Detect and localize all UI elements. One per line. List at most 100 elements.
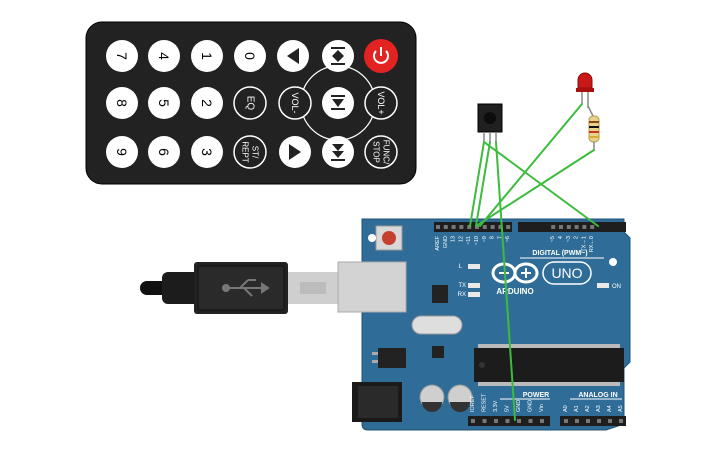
resistor[interactable] — [587, 105, 600, 150]
header-pin[interactable] — [498, 225, 503, 229]
pin-label: RX←0 — [589, 236, 595, 252]
remote-button-play-pause[interactable] — [322, 87, 354, 119]
wire[interactable] — [475, 141, 491, 227]
header-pin[interactable] — [566, 225, 571, 229]
led-l: L — [459, 264, 480, 270]
mounting-hole — [368, 234, 376, 242]
header-pin[interactable] — [451, 225, 456, 229]
header-pin[interactable] — [467, 225, 472, 229]
pin-label: GND — [528, 400, 534, 412]
header-pin[interactable] — [590, 225, 595, 229]
remote-button-eq[interactable]: EQ — [233, 86, 267, 120]
svg-text:UNO: UNO — [551, 265, 582, 281]
header-pin[interactable] — [619, 419, 623, 423]
remote-button-9[interactable]: 9 — [106, 136, 138, 168]
pin-label: TX→1 — [581, 236, 587, 252]
wires[interactable] — [469, 103, 599, 421]
header-pin[interactable] — [575, 419, 579, 423]
reset-button[interactable] — [375, 225, 403, 251]
header-pin[interactable] — [505, 419, 510, 423]
small-chip — [432, 346, 444, 358]
analog-header-label: ANALOG IN — [578, 392, 617, 399]
pin-label: A0 — [563, 405, 569, 412]
power-header[interactable] — [468, 416, 550, 426]
remote-button-skip-down[interactable] — [322, 136, 354, 168]
header-pin[interactable] — [540, 419, 544, 423]
remote-button-4[interactable]: 4 — [148, 40, 180, 72]
svg-text:4: 4 — [156, 52, 172, 60]
wire[interactable] — [475, 149, 595, 227]
usb-cable[interactable] — [140, 262, 338, 314]
remote-button-prev[interactable] — [277, 40, 309, 72]
voltage-regulator — [378, 348, 406, 368]
svg-text:8: 8 — [114, 99, 130, 107]
remote-button-5[interactable]: 5 — [148, 87, 180, 119]
header-pin[interactable] — [475, 225, 479, 229]
header-pin[interactable] — [482, 419, 487, 423]
header-pin[interactable] — [551, 225, 556, 229]
remote-button-2[interactable]: 2 — [191, 87, 223, 119]
pin-label: 4 — [558, 236, 564, 239]
header-pin[interactable] — [517, 419, 521, 423]
header-pin[interactable] — [494, 419, 498, 423]
svg-text:EQ: EQ — [245, 96, 256, 111]
dc-power-jack — [352, 382, 402, 422]
pin-label: ~3 — [566, 236, 572, 242]
skip-down-icon — [331, 144, 345, 161]
wire[interactable] — [469, 141, 485, 227]
header-pin[interactable] — [506, 225, 511, 229]
play-icon — [289, 144, 301, 160]
usb-icon — [222, 279, 270, 297]
header-pin[interactable] — [482, 225, 487, 229]
ir-remote[interactable]: 7 4 1 0 — [85, 21, 417, 185]
remote-button-3[interactable]: 3 — [191, 136, 223, 168]
remote-button-6[interactable]: 6 — [148, 136, 180, 168]
pin-label: ~10 — [474, 236, 480, 245]
svg-text:VOL-: VOL- — [290, 92, 300, 113]
capacitor — [419, 384, 445, 412]
svg-text:L: L — [459, 264, 463, 270]
small-chip — [432, 285, 448, 303]
remote-button-power[interactable] — [364, 39, 398, 73]
wire[interactable] — [495, 141, 516, 421]
svg-text:RX: RX — [458, 292, 466, 298]
header-pin[interactable] — [608, 419, 612, 423]
digital-header[interactable] — [434, 222, 626, 232]
header-pin[interactable] — [586, 419, 590, 423]
svg-text:FUNC/: FUNC/ — [382, 140, 391, 165]
red-led[interactable] — [576, 72, 594, 108]
remote-button-1[interactable]: 1 — [191, 40, 223, 72]
svg-text:REPT: REPT — [241, 141, 250, 162]
remote-button-7[interactable]: 7 — [106, 40, 138, 72]
arduino-uno-board[interactable]: L TX RX ON ARDUINO UNO — [337, 218, 631, 431]
pin-label: A2 — [585, 405, 591, 412]
wire[interactable] — [479, 103, 583, 227]
header-pin[interactable] — [471, 419, 475, 423]
ir-receiver[interactable] — [477, 103, 503, 142]
header-pin[interactable] — [490, 225, 495, 229]
remote-button-st-rept[interactable]: ST/ REPT — [233, 135, 267, 169]
header-pin[interactable] — [459, 225, 464, 229]
pin-label: 13 — [451, 236, 457, 242]
header-pin[interactable] — [564, 419, 568, 423]
header-pin[interactable] — [436, 225, 440, 229]
remote-button-play[interactable] — [279, 136, 311, 168]
remote-button-skip[interactable] — [322, 40, 354, 72]
remote-button-vol-plus[interactable]: VOL+ — [364, 86, 398, 120]
svg-text:0: 0 — [242, 52, 258, 60]
header-pin[interactable] — [597, 419, 601, 423]
remote-button-func-stop[interactable]: FUNC/ STOP — [364, 135, 398, 169]
header-pin[interactable] — [559, 225, 563, 229]
led-rx: RX — [458, 292, 480, 298]
analog-header[interactable] — [560, 416, 626, 426]
header-pin[interactable] — [528, 419, 533, 423]
pin-label: 7 — [497, 236, 503, 239]
remote-button-0[interactable]: 0 — [234, 40, 266, 72]
remote-button-vol-minus[interactable]: VOL- — [278, 86, 312, 120]
header-pin[interactable] — [443, 225, 448, 229]
remote-button-8[interactable]: 8 — [106, 87, 138, 119]
header-pin[interactable] — [574, 225, 579, 229]
header-pin[interactable] — [582, 225, 587, 229]
